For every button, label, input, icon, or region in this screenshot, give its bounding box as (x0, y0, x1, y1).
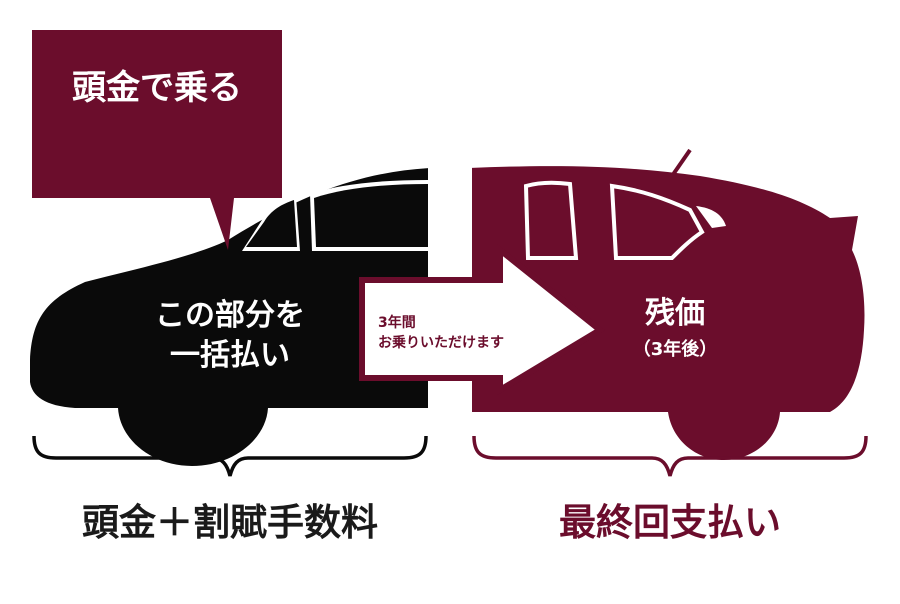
antenna-icon (670, 148, 692, 178)
front-window-inner (246, 200, 297, 247)
arrow-label-line2: お乗りいただけます (378, 335, 504, 351)
rear-window (523, 180, 579, 260)
car-back-body (472, 166, 865, 460)
right-brace (472, 435, 868, 477)
car-front-half (30, 168, 428, 466)
callout-label: 頭金で乗る (72, 68, 242, 108)
residual-period-label: （3年後） (632, 339, 718, 360)
front-label-line1: この部分を (155, 298, 305, 333)
residual-value-label: 残価 (645, 296, 705, 331)
tail-light (696, 206, 726, 228)
rear-door-window-inner (314, 184, 428, 247)
rear-quarter-window (609, 183, 705, 260)
left-brace (32, 435, 428, 477)
bottom-right-label: 最終回支払い (559, 501, 781, 544)
arrow-label-line1: 3年間 (378, 315, 416, 331)
front-label-line2: 一括払い (170, 338, 290, 373)
bottom-left-label: 頭金＋割賦手数料 (82, 501, 378, 544)
callout-box (32, 30, 282, 250)
period-arrow (359, 243, 606, 396)
car-back-half (472, 148, 865, 460)
